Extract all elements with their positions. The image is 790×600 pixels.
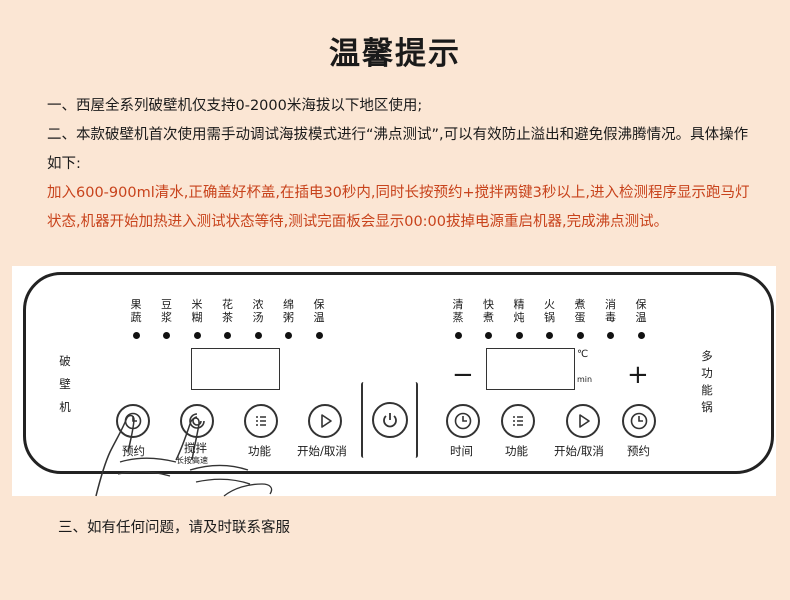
menu-icon: [256, 416, 266, 426]
cooker-function-button[interactable]: [501, 404, 535, 438]
cooker-mode-indicator-3: [546, 332, 553, 339]
divider-right: [413, 382, 418, 458]
cooker-start-label: 开始/取消: [554, 444, 604, 458]
blender-mode-indicator-5: [285, 332, 292, 339]
power-button[interactable]: [372, 402, 408, 438]
cooker-mode-label-4: 煮蛋: [574, 298, 586, 324]
cooker-time-label: 时间: [450, 444, 473, 458]
cooker-mode-label-0: 清蒸: [452, 298, 464, 324]
note-line-1: 一、西屋全系列破壁机仅支持0-2000米海拔以下地区使用;: [47, 98, 423, 114]
clock-icon: [454, 412, 472, 430]
celsius-indicator: ℃: [577, 349, 589, 360]
blender-reserve-label: 预约: [122, 444, 145, 458]
blender-mode-indicator-4: [254, 332, 262, 339]
play-icon: [321, 414, 332, 428]
cooker-mode-indicator-4: [576, 332, 584, 339]
blender-stir-label: 搅拌: [184, 441, 207, 455]
blender-mode-label-0: 果蔬: [130, 298, 142, 324]
clock-icon: [124, 412, 142, 430]
cooker-mode-indicator-5: [607, 332, 614, 339]
cooker-display: [486, 348, 575, 390]
minus-button[interactable]: −: [452, 360, 474, 390]
power-icon: [383, 413, 397, 428]
note-line-4: 三、如有任何问题，请及时联系客服: [58, 520, 290, 536]
cooker-mode-label-2: 精炖: [513, 298, 525, 324]
blender-mode-indicator-2: [193, 332, 201, 339]
cooker-mode-label-1: 快煮: [483, 298, 494, 324]
swirl-icon: [189, 413, 205, 429]
cooker-start-button[interactable]: [566, 404, 600, 438]
cooker-mode-label-5: 消毒: [605, 298, 616, 324]
cooker-title: 多功能锅: [700, 348, 716, 416]
blender-mode-label-3: 花茶: [222, 298, 233, 324]
blender-stir-button[interactable]: [180, 404, 214, 438]
cooker-mode-indicator-0: [454, 332, 462, 339]
blender-reserve-button[interactable]: [116, 404, 150, 438]
blender-mode-label-6: 保温: [313, 298, 325, 324]
blender-mode-indicator-6: [315, 332, 323, 339]
blender-mode-label-4: 浓汤: [252, 298, 264, 324]
note-line-2: 二、本款破壁机首次使用需手动调试海拔模式进行“沸点测试”,可以有效防止溢出和避免…: [47, 127, 749, 172]
cooker-mode-label-6: 保温: [635, 298, 647, 324]
blender-title-text: 破壁机: [59, 354, 71, 414]
minutes-indicator: min: [577, 375, 593, 384]
blender-mode-label-2: 米糊: [191, 298, 203, 324]
blender-start-label: 开始/取消: [297, 444, 347, 458]
play-icon: [579, 414, 590, 428]
blender-stir-sublabel: 长按高速: [176, 456, 208, 465]
cooker-mode-indicator-6: [637, 332, 645, 339]
blender-start-button[interactable]: [308, 404, 342, 438]
blender-mode-label-1: 豆浆: [161, 298, 172, 324]
blender-function-button[interactable]: [244, 404, 278, 438]
cooker-reserve-button[interactable]: [622, 404, 656, 438]
cooker-reserve-label: 预约: [627, 444, 650, 458]
clock-icon: [630, 412, 648, 430]
menu-icon: [513, 416, 523, 426]
divider-left: [361, 382, 366, 458]
blender-function-label: 功能: [248, 444, 271, 458]
cooker-time-button[interactable]: [446, 404, 480, 438]
blender-display: [191, 348, 280, 390]
blender-mode-label-5: 绵粥: [283, 298, 294, 324]
blender-title: 破壁机: [58, 350, 74, 419]
cooker-function-label: 功能: [505, 444, 528, 458]
control-panel: [23, 272, 774, 474]
note-line-3-highlight: 加入600-900ml清水,正确盖好杯盖,在插电30秒内,同时长按预约+搅拌两键…: [47, 185, 750, 230]
blender-mode-indicator-0: [132, 332, 140, 339]
cooker-mode-label-3: 火锅: [544, 298, 555, 324]
blender-mode-indicator-3: [224, 332, 231, 339]
cooker-mode-indicator-1: [485, 332, 492, 339]
blender-mode-indicator-1: [163, 332, 170, 339]
page-title: 温馨提示: [329, 36, 461, 72]
cooker-mode-indicator-2: [515, 332, 523, 339]
plus-button[interactable]: +: [627, 360, 649, 390]
cooker-title-text: 多功能锅: [701, 349, 713, 414]
